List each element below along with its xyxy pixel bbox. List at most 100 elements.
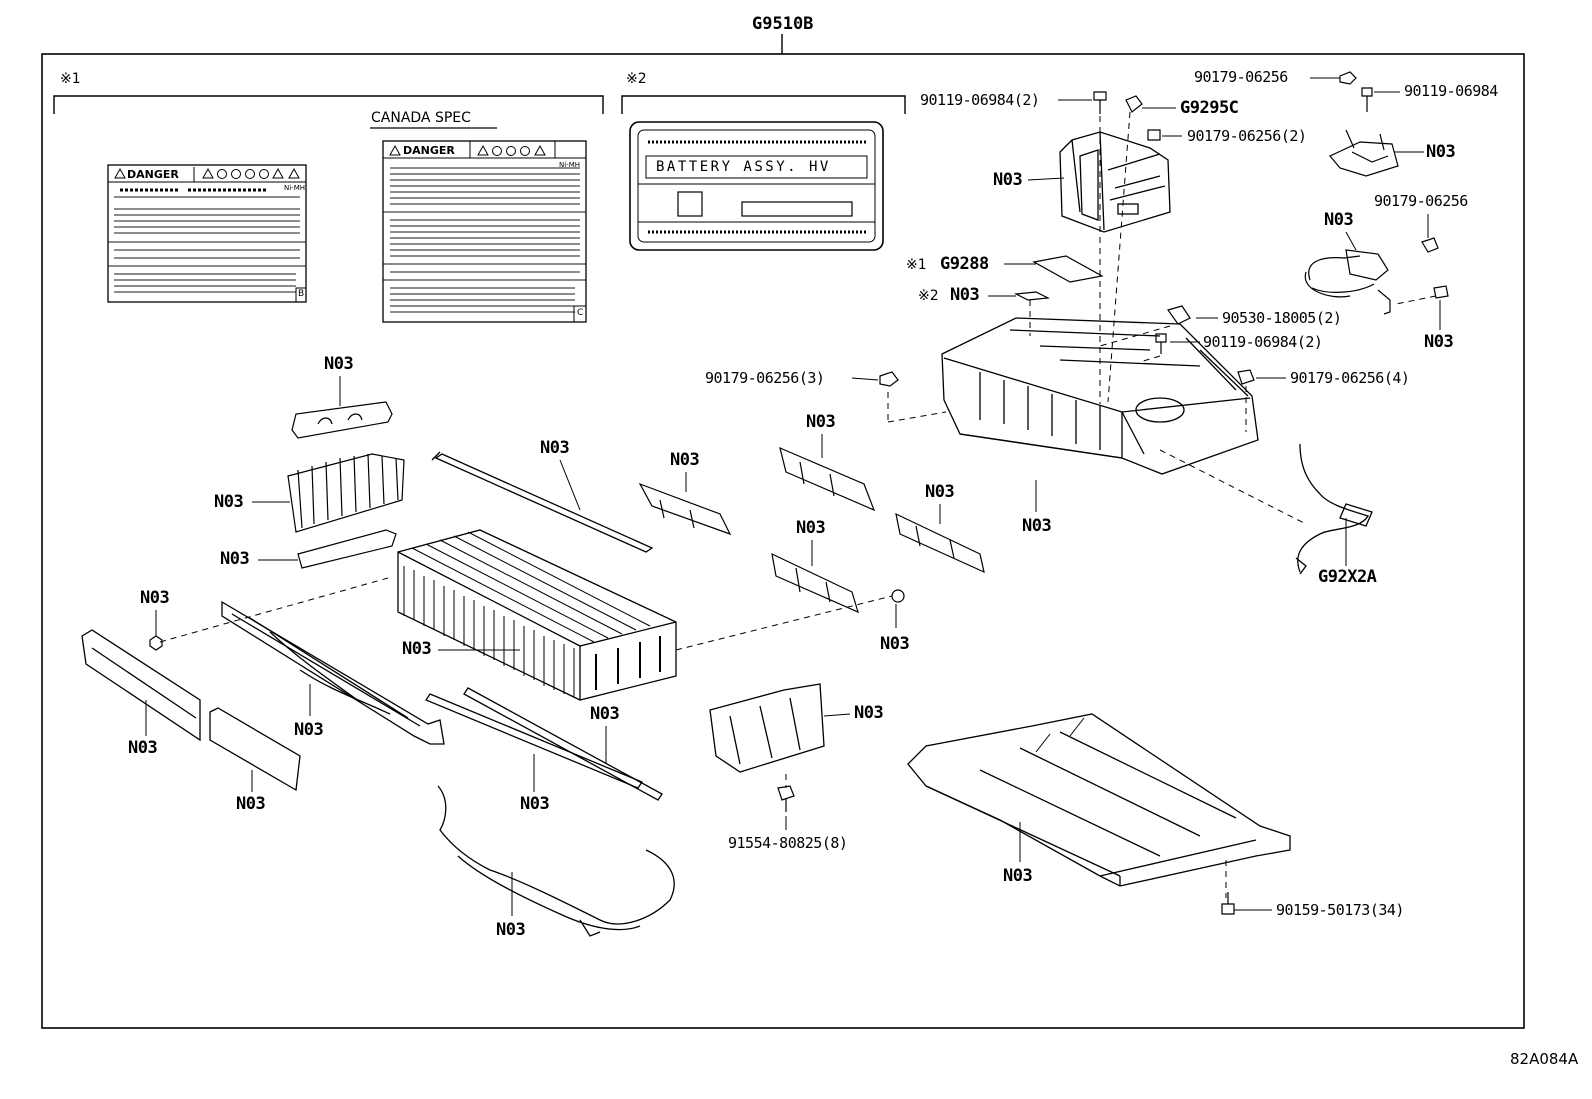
callout-nut-2: 90179-06256(2) — [1187, 127, 1307, 145]
callout-left-lower-plate: N03 — [236, 794, 266, 814]
lower-rod-2 — [463, 687, 663, 801]
right-harness — [1304, 249, 1391, 315]
callout-junction-bracket: N03 — [854, 703, 884, 723]
callout-nut-top-b: 90179-06256 — [1194, 68, 1288, 86]
canada-spec-label: CANADA SPEC — [371, 110, 471, 126]
caution-label-c — [382, 140, 587, 323]
nut-top-b — [1339, 71, 1357, 85]
bolt-top-c — [1361, 87, 1373, 112]
label-b-nimh: Ni-MH — [284, 184, 306, 192]
upper-rod — [431, 451, 654, 553]
callout-g92x2a: G92X2A — [1318, 567, 1377, 587]
callout-right-small-nut: N03 — [880, 634, 910, 654]
alignment-lines — [159, 111, 1437, 898]
callout-small-top-bracket: N03 — [324, 354, 354, 374]
battery-upper-cover — [1059, 131, 1171, 233]
callout-left-side-plate: N03 — [128, 738, 158, 758]
battery-assy-text: BATTERY ASSY. HV — [656, 159, 831, 175]
battery-upper-tray — [941, 317, 1259, 475]
g9288-sheet — [1032, 255, 1104, 283]
connector-bracket — [287, 453, 405, 533]
callout-g9288: G9288 — [940, 254, 989, 274]
clip-part — [1167, 305, 1191, 325]
callout-bolt-34: 90159-50173(34) — [1276, 901, 1404, 919]
bolt-mid-part — [1155, 333, 1167, 354]
bolt-34-part — [1221, 892, 1235, 915]
label-b-letter: B — [298, 289, 305, 299]
callout-g9295c: G9295C — [1180, 98, 1239, 118]
group-2-mark: ※2 — [626, 71, 647, 87]
callout-nut-4: 90179-06256(4) — [1290, 369, 1410, 387]
callout-lower-bracket-plate: N03 — [220, 549, 250, 569]
bolt-8-part — [777, 785, 795, 812]
callout-bolt-mid: 90119-06984(2) — [1203, 333, 1323, 351]
callout-busbar-2: N03 — [806, 412, 836, 432]
label-c-nimh: Ni-MH — [559, 161, 581, 169]
callout-small-sheet: N03 — [950, 285, 980, 305]
callout-bolt-8: 91554-80825(8) — [728, 834, 848, 852]
callout-bolt-top-a: 90119-06984(2) — [920, 91, 1040, 109]
leader-lines — [145, 77, 1441, 916]
label-c-letter: C — [577, 308, 584, 318]
callout-nut-right: 90179-06256 — [1374, 192, 1468, 210]
callout-lower-rod-2: N03 — [590, 704, 620, 724]
group-1-mark: ※1 — [60, 71, 81, 87]
top-right-bracket — [1329, 129, 1399, 177]
group-2-bracket — [621, 95, 906, 114]
callout-clip: 90530-18005(2) — [1222, 309, 1342, 327]
g92x2a-harness — [1295, 443, 1373, 575]
label-b-danger: DANGER — [127, 168, 179, 181]
caution-label-b — [107, 164, 307, 303]
busbar-module-4 — [771, 552, 859, 614]
callout-upper-tray: N03 — [1022, 516, 1052, 536]
battery-assy-label — [629, 121, 884, 251]
nut-2-part — [1147, 129, 1161, 141]
callout-battery-stack: N03 — [402, 639, 432, 659]
left-side-plate — [81, 629, 201, 742]
busbar-module-2 — [779, 446, 876, 512]
callout-bolt-top-c: 90119-06984 — [1404, 82, 1498, 100]
nut-3-part — [879, 371, 899, 387]
nut-left — [149, 635, 163, 651]
battery-cell-stack — [397, 529, 677, 701]
nut-right — [891, 589, 905, 603]
diagram-id: 82A084A — [1510, 1050, 1579, 1068]
callout-nut-3: 90179-06256(3) — [705, 369, 825, 387]
junction-bracket — [709, 683, 825, 773]
callout-connector-bracket: N03 — [214, 492, 244, 512]
small-sheet-mark: ※2 — [918, 288, 939, 304]
callout-busbar-4: N03 — [796, 518, 826, 538]
small-top-bracket — [291, 401, 393, 439]
g9295c-part — [1125, 95, 1143, 113]
callout-lower-tray: N03 — [1003, 866, 1033, 886]
callout-top-right-bracket: N03 — [1426, 142, 1456, 162]
callout-right-harness: N03 — [1324, 210, 1354, 230]
battery-lower-tray — [907, 713, 1291, 887]
callout-busbar-1: N03 — [670, 450, 700, 470]
label-c-danger: DANGER — [403, 144, 455, 157]
callout-upper-cover: N03 — [993, 170, 1023, 190]
assembly-code: G9510B — [752, 14, 814, 34]
callout-left-nut: N03 — [140, 588, 170, 608]
bolt-top-a — [1093, 91, 1107, 114]
nut-right-lower-part — [1433, 285, 1449, 299]
callout-lower-rod-1: N03 — [520, 794, 550, 814]
lower-harness — [437, 785, 675, 937]
callout-busbar-3: N03 — [925, 482, 955, 502]
small-sheet — [1013, 291, 1051, 301]
assembly-border — [41, 53, 1525, 1029]
nut-4-part — [1237, 369, 1255, 385]
callout-lower-harness: N03 — [496, 920, 526, 940]
lower-bracket-plate — [297, 529, 397, 569]
side-harness-frame — [221, 600, 445, 745]
group-1-bracket — [53, 95, 604, 114]
callout-right-nut: N03 — [1424, 332, 1454, 352]
g9288-mark: ※1 — [906, 257, 927, 273]
nut-right-part — [1421, 237, 1439, 253]
busbar-module-1 — [638, 482, 732, 536]
callout-side-harness-frame: N03 — [294, 720, 324, 740]
callout-upper-rod: N03 — [540, 438, 570, 458]
left-lower-plate — [209, 707, 301, 792]
